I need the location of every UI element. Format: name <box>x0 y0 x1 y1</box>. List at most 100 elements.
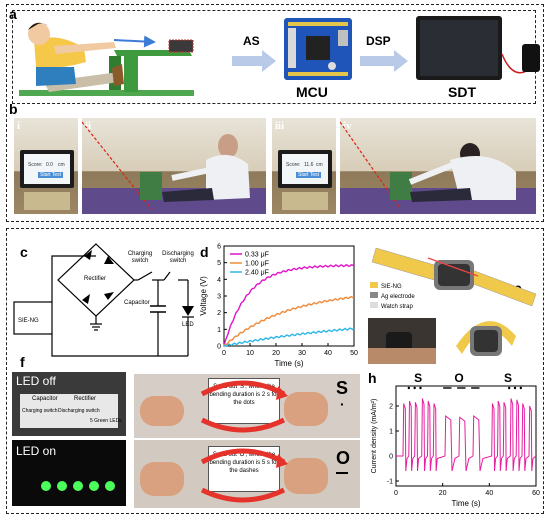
photo-i: i Score: 0.0 cm Start Test <box>14 118 78 214</box>
series-line <box>223 263 355 347</box>
watch-legend: SIE-NG Ag electrode Watch strap <box>370 282 415 312</box>
y-tick-label: 3 <box>217 294 221 301</box>
series-line <box>223 327 355 347</box>
morse-dot <box>407 386 411 390</box>
panel-a-label: a <box>9 6 17 22</box>
led-on-text: LED on <box>16 444 57 458</box>
y-tick-label: 5 <box>217 260 221 267</box>
legend-label: 2.40 μF <box>245 270 269 277</box>
y-tick-label: 1 <box>217 327 221 334</box>
panel-h-label: h <box>368 370 377 386</box>
panel-c-label: c <box>20 244 28 260</box>
sdt-display <box>416 16 540 80</box>
start-test-button: Start Test <box>38 172 64 178</box>
plot-frame <box>395 385 537 487</box>
morse-letter: O <box>454 371 463 385</box>
morse-o-letter: O <box>336 448 351 468</box>
y-tick-label: 2 <box>217 310 221 317</box>
x-tick-label: 20 <box>439 490 447 497</box>
legend-item-strap: Watch strap <box>370 302 415 312</box>
morse-s-photo: Send out 'S', where the bending duration… <box>134 374 360 438</box>
circuit-diagram <box>13 243 194 357</box>
legend-label: 1.00 μF <box>245 261 269 268</box>
led-label: LED <box>182 322 194 328</box>
x-tick-label: 30 <box>298 350 306 357</box>
morse-letter: S <box>414 371 422 385</box>
led-off-photo: LED off Capacitor Rectifier Charging swi… <box>12 372 126 436</box>
as-arrow-icon <box>232 50 276 72</box>
morse-dot <box>413 386 416 390</box>
x-tick-label: 0 <box>222 350 226 357</box>
y-tick-label: 2 <box>389 404 393 411</box>
led-off-text: LED off <box>16 374 56 388</box>
score-value: 11.6 <box>304 162 314 168</box>
score-unit: cm <box>58 162 65 168</box>
x-tick-label: 0 <box>394 490 398 497</box>
glowing-leds <box>41 481 115 491</box>
capacitor-label: Capacitor <box>124 300 150 306</box>
as-label: AS <box>243 34 260 48</box>
series-line <box>223 295 355 346</box>
photo-iv: iv <box>340 118 536 214</box>
sdt-label: SDT <box>448 84 476 100</box>
person-reaching-iv <box>340 121 516 209</box>
y-tick-label: 6 <box>217 244 221 251</box>
photo-iii: iii Score: 11.6 cm Start Test <box>272 118 336 214</box>
rectifier-label: Rectifier <box>84 276 107 282</box>
score-label: Score: <box>28 162 43 168</box>
mcu-board <box>284 18 352 80</box>
score-unit: cm <box>316 162 323 168</box>
x-axis-label: Time (s) <box>451 499 480 508</box>
red-curved-arrow-icon <box>200 448 288 503</box>
mcu-label: MCU <box>296 84 328 100</box>
bottom-panel-frame <box>6 228 544 514</box>
led-on-photo: LED on <box>12 440 126 506</box>
legend-item-sie: SIE-NG <box>370 282 415 292</box>
panel-f-label: f <box>20 354 25 370</box>
x-tick-label: 40 <box>324 350 332 357</box>
x-tick-label: 40 <box>485 490 493 497</box>
sit-and-reach-illustration <box>19 22 194 96</box>
box-stand <box>282 192 328 210</box>
panel-d-label: d <box>200 244 209 260</box>
y-tick-label: 0 <box>217 344 221 351</box>
top-panel-frame <box>6 4 544 222</box>
photo-ii: ii <box>82 118 266 214</box>
morse-dot: · <box>340 396 345 412</box>
morse-dot <box>419 386 422 390</box>
photo-iii-screen: Score: 11.6 cm Start Test <box>278 150 332 188</box>
morse-o-photo: Send out 'O', where the bending duration… <box>134 440 360 508</box>
y-tick-label: 0 <box>389 454 393 461</box>
morse-letter: S <box>504 371 512 385</box>
morse-dot <box>519 386 523 390</box>
y-axis-label: Current density (mA/m²) <box>371 399 378 474</box>
morse-s-letter: S <box>336 378 349 398</box>
y-tick-label: -1 <box>387 479 393 486</box>
x-axis-label: Time (s) <box>274 359 303 368</box>
charging-switch-label: Charging switch <box>127 251 153 264</box>
wrist-watch-photo <box>368 318 436 364</box>
panel-b-label: b <box>9 101 18 117</box>
sie-ng-label: SIE-NG <box>18 318 39 324</box>
legend-item-ag: Ag electrode <box>370 292 415 302</box>
x-tick-label: 20 <box>272 350 280 357</box>
y-axis-label: Voltage (V) <box>199 276 208 316</box>
photo-i-screen: Score: 0.0 cm Start Test <box>20 150 74 188</box>
morse-dash <box>336 472 348 474</box>
morse-dot <box>513 386 517 390</box>
box-stand <box>24 192 70 210</box>
x-tick-label: 60 <box>532 490 540 497</box>
x-tick-label: 50 <box>350 350 358 357</box>
current-trace <box>396 398 537 472</box>
start-test-button: Start Test <box>296 172 322 178</box>
morse-dot <box>507 386 511 390</box>
score-label: Score: <box>286 162 301 168</box>
x-tick-label: 10 <box>246 350 254 357</box>
legend-label: 0.33 μF <box>245 252 269 259</box>
watch-band-illustration <box>371 247 537 307</box>
y-tick-label: 1 <box>389 429 393 436</box>
curved-watch-illustration <box>456 321 516 356</box>
dsp-label: DSP <box>366 34 391 48</box>
